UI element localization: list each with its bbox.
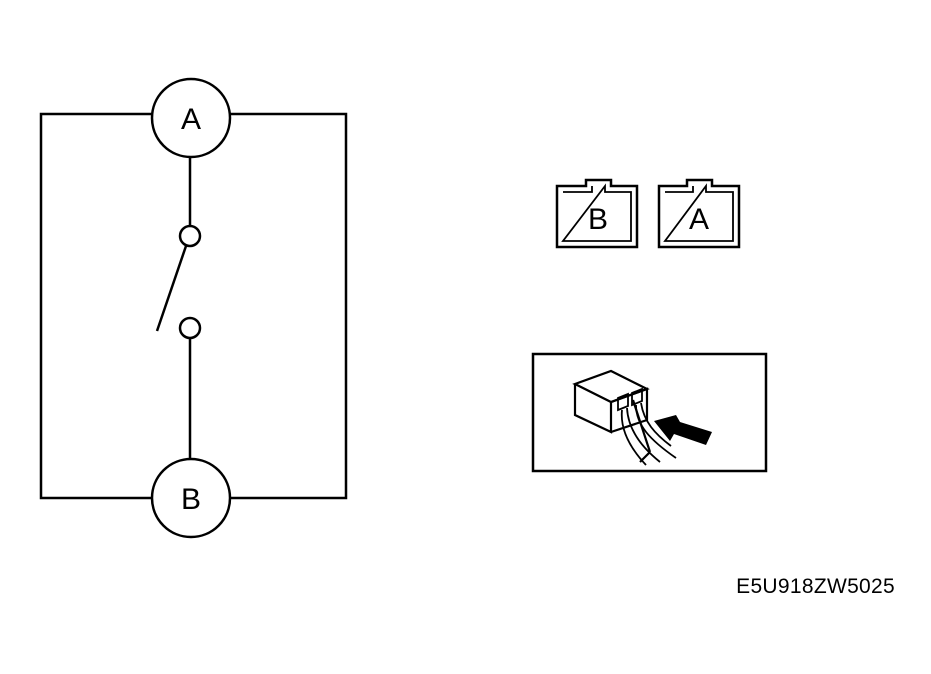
- connector-pin-b-inner: [561, 183, 632, 242]
- connector-pin-b: B: [555, 178, 639, 249]
- connector-pin-a: A: [657, 178, 741, 249]
- circuit-schematic: A B: [39, 77, 348, 539]
- terminal-b: B: [150, 457, 232, 539]
- circuit-loop-wire: [39, 112, 348, 500]
- connector-face: B A: [555, 178, 741, 249]
- switch-lever: [155, 245, 188, 332]
- terminal-a: A: [150, 77, 232, 159]
- connector-pin-a-outer: [657, 178, 741, 249]
- probe-inset-frame: [531, 352, 768, 473]
- connector-pin-b-label: B: [588, 203, 608, 236]
- connector-pin-a-label: A: [689, 203, 709, 236]
- insert-arrow-icon: [654, 415, 712, 445]
- switch-lower-contact: [178, 316, 202, 340]
- switch-symbol: [155, 157, 202, 459]
- figure-reference-code: E5U918ZW5025: [736, 575, 895, 598]
- terminal-b-label: B: [181, 483, 201, 516]
- switch-upper-contact: [178, 224, 202, 248]
- terminal-a-label: A: [181, 103, 201, 136]
- connector-pin-a-inner: [663, 183, 734, 242]
- probe-inset: [531, 352, 768, 473]
- connector-pin-b-outer: [555, 178, 639, 249]
- probe-into-connector-back-icon: [572, 369, 712, 466]
